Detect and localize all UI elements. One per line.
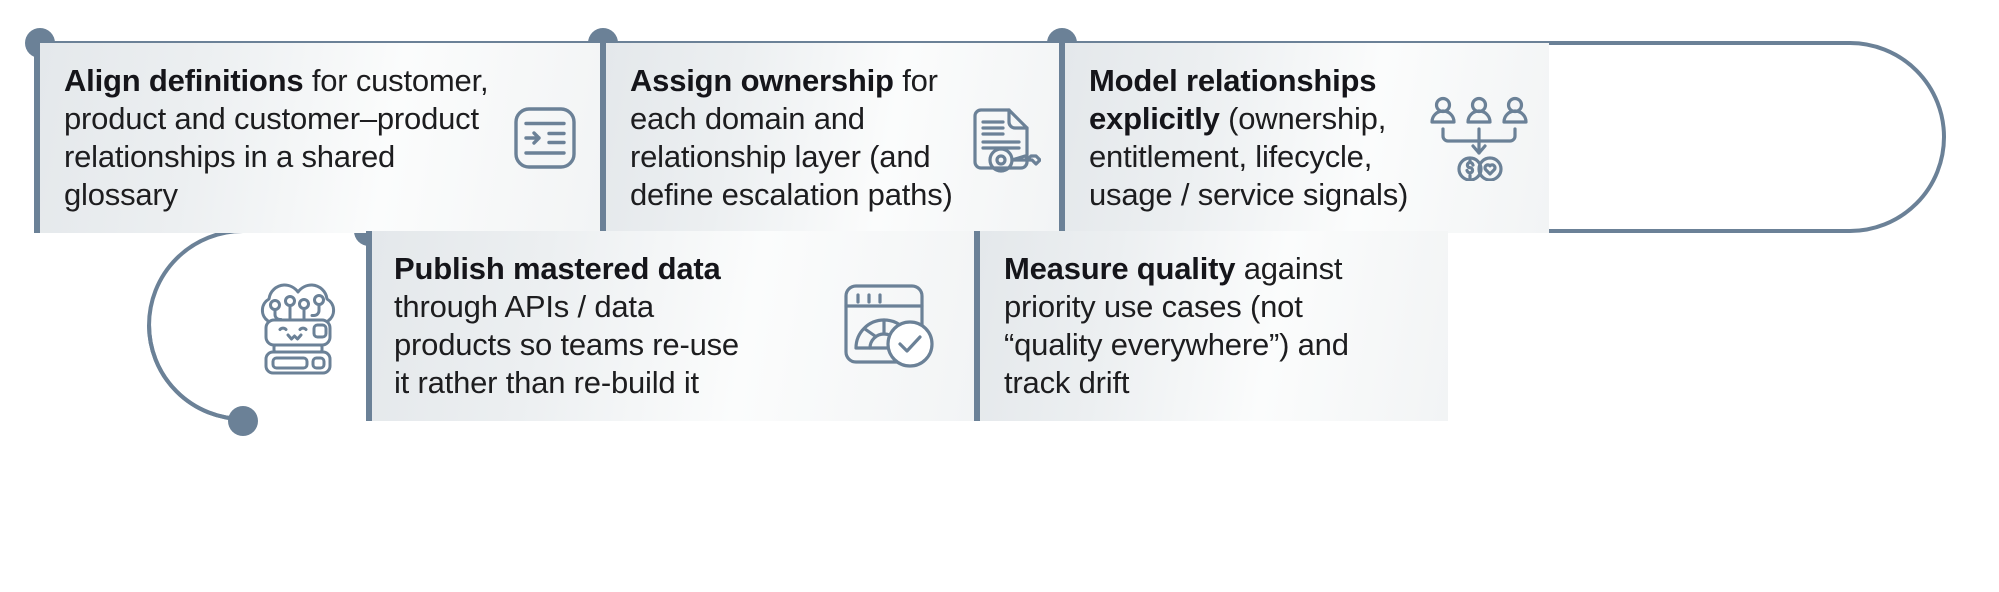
connector-line-bottom-curve [147, 324, 244, 421]
step-card-model[interactable]: Model relationships explicitly (ownershi… [1059, 43, 1549, 233]
step-card-publish[interactable]: Publish mastered data through APIs / dat… [366, 231, 974, 421]
step-lead-measure: Measure quality [1004, 250, 1236, 286]
step-text-align: Align definitions for customer, product … [40, 62, 508, 215]
step-card-align[interactable]: Align definitions for customer, product … [34, 43, 600, 233]
step-text-assign: Assign ownership for each domain and rel… [606, 62, 961, 215]
step-rest-publish: through APIs / data products so teams re… [394, 288, 739, 401]
quality-gauge-check-icon [836, 278, 940, 374]
step-rest-align: for customer, product and customer–produ… [64, 62, 489, 213]
node-dot-terminus [228, 406, 258, 436]
step-lead-align: Align definitions [64, 62, 304, 98]
step-rest-assign: for each domain and relationship layer (… [630, 62, 953, 213]
step-text-model: Model relationships explicitly (ownershi… [1065, 62, 1419, 215]
cloud-server-robot-icon [243, 278, 353, 375]
step-lead-assign: Assign ownership [630, 62, 894, 98]
connector-line-bottom [147, 229, 244, 421]
step-lead-model: Model relationships explicitly [1089, 62, 1377, 136]
step-text-publish: Publish mastered data through APIs / dat… [372, 250, 754, 403]
step-text-measure: Measure quality against priority use cas… [980, 250, 1384, 403]
step-lead-publish: Publish mastered data [394, 250, 721, 286]
step-card-measure[interactable]: Measure quality against priority use cas… [974, 231, 1448, 421]
step-rest-model: (ownership, entitlement, lifecycle, usag… [1089, 100, 1409, 213]
glossary-indent-icon [508, 101, 600, 175]
step-rest-measure: against priority use cases (not “quality… [1004, 250, 1349, 401]
people-relationship-icon [1427, 95, 1549, 181]
document-key-icon [961, 98, 1059, 178]
step-card-assign[interactable]: Assign ownership for each domain and rel… [600, 43, 1059, 233]
